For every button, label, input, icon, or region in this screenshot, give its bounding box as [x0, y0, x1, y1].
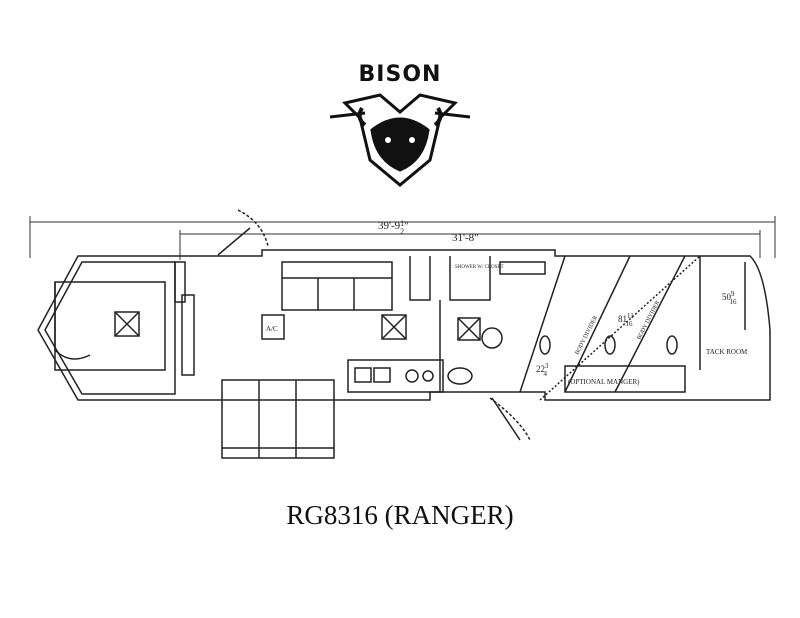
tack-room-label: TACK ROOM [706, 348, 748, 356]
shower-label: SHOWER W/ CLOSET [455, 265, 504, 270]
body-divider-label-1: BODY DIVIDER [574, 315, 599, 356]
model-title: RG8316 (RANGER) [286, 500, 514, 530]
dimension-lines [29, 216, 776, 260]
ac-label: A/C [266, 325, 278, 333]
body-divider-label-2: BODY DIVIDER [636, 300, 661, 341]
box-length-label: 31'-8" [452, 232, 479, 244]
brand-name: BISON [358, 62, 442, 87]
bison-logo-icon [329, 93, 471, 187]
trailer-outline [37, 209, 771, 459]
optional-manger-label: (OPTIONAL MANGER) [568, 378, 640, 386]
